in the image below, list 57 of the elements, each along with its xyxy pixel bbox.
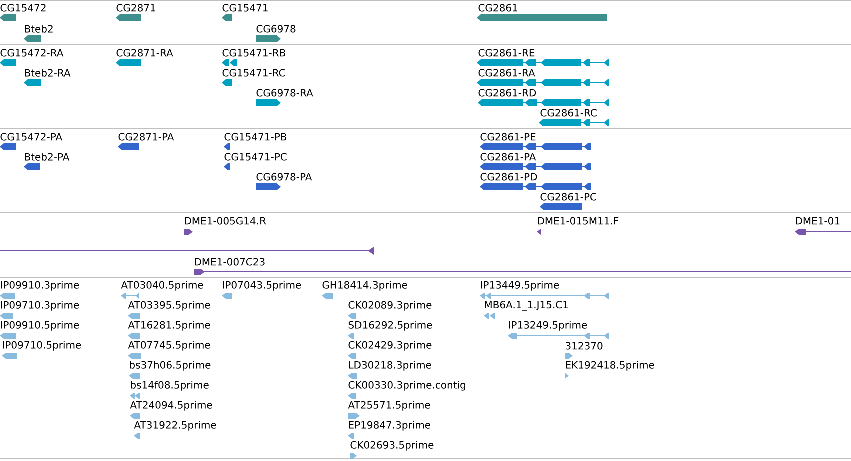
feature-label: CG15472 — [0, 4, 46, 12]
feature-label: CG15471-RB — [222, 49, 286, 57]
feature-label: CG15471 — [222, 4, 268, 12]
feature-label: CG15471-RC — [222, 69, 286, 77]
feature-label: CG15472-PA — [0, 133, 62, 141]
feature-label: CG15471-PB — [224, 133, 287, 141]
feature-label: AT03040.5prime — [121, 281, 204, 291]
feature-label: SD16292.5prime — [348, 321, 432, 331]
feature-label: CK02089.3prime — [348, 301, 432, 311]
feature-label: AT07745.5prime — [128, 341, 210, 351]
feature-label: IP09910.5prime — [1, 321, 80, 331]
feature-label: IP09710.3prime — [1, 301, 80, 311]
feature-label: CG2861-PE — [480, 133, 536, 141]
feature-label: CG2861-PC — [540, 193, 596, 201]
feature-label: CK02693.5prime — [350, 441, 434, 451]
feature-label: CG2871-RA — [116, 49, 174, 57]
feature-label: DME1-005G14.R — [185, 217, 266, 225]
feature-label: CG2861-PD — [480, 173, 538, 181]
feature-label: AT24094.5prime — [130, 401, 212, 411]
feature-label: CG2861-RC — [540, 109, 597, 117]
feature-label: AT31922.5prime — [134, 421, 216, 431]
feature-label: EK192418.5prime — [566, 361, 654, 371]
feature-label: MB6A.1_1.J15.C1 — [485, 301, 568, 311]
feature-label: CG2861-RD — [478, 89, 536, 97]
feature-label: AT25571.5prime — [348, 401, 430, 411]
feature-label: CG2871-PA — [118, 133, 174, 141]
feature-label: CG15471-PC — [224, 153, 287, 161]
feature-label: 312370 — [566, 342, 603, 350]
feature-label: Bteb2-PA — [25, 153, 70, 161]
feature-label: CG2861-PA — [480, 153, 536, 161]
feature-label: CG2861-RA — [478, 69, 536, 77]
feature-label: IP13249.5prime — [509, 321, 588, 331]
feature-label: DME1-01 — [796, 217, 840, 225]
feature-label: LD30218.3prime — [349, 361, 432, 371]
feature-label: AT16281.5prime — [128, 321, 210, 331]
feature-label: CK02429.3prime — [348, 341, 432, 351]
feature-label: bs14f08.5prime — [131, 381, 209, 391]
feature-label: Bteb2 — [25, 25, 53, 33]
feature-label: AT03395.5prime — [128, 301, 210, 311]
feature-label: CG2861 — [478, 4, 518, 12]
feature-label: CG6978-RA — [256, 89, 314, 97]
feature-label: CG2871 — [116, 4, 156, 12]
feature-label: CG15472-RA — [0, 49, 64, 57]
feature-label: bs37h06.5prime — [130, 361, 211, 371]
feature-label: CK00330.3prime.contig — [348, 381, 466, 391]
feature-label: IP07043.5prime — [223, 281, 302, 291]
feature-label: CG2861-RE — [478, 49, 535, 57]
feature-label: EP19847.3prime — [349, 421, 430, 431]
feature-label: DME1-007C23 — [195, 258, 265, 266]
feature-label: IP09910.3prime — [1, 281, 80, 291]
feature-label: CG6978-PA — [256, 173, 312, 181]
feature-label: GH18414.3prime — [322, 281, 408, 291]
feature-label: IP09710.5prime — [3, 341, 82, 351]
feature-label: Bteb2-RA — [25, 69, 71, 77]
feature-label: IP13449.5prime — [481, 281, 560, 291]
feature-label: DME1-015M11.F — [538, 217, 619, 225]
feature-label: CG6978 — [256, 25, 296, 33]
